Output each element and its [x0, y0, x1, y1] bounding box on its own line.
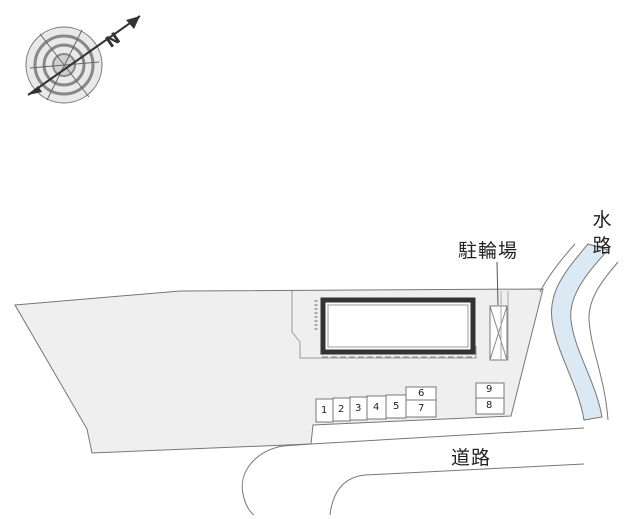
parking-slot-number: 1	[321, 405, 328, 416]
parking-slot-number: 5	[393, 401, 400, 412]
parking-slots-lower	[315, 386, 437, 423]
parking-slots-right	[475, 382, 505, 415]
parking-slot-number: 8	[486, 400, 493, 411]
waterway-label-1: 水	[592, 209, 612, 231]
bicycle-parking-label: 駐輪場	[458, 240, 519, 262]
parking-slot-number: 4	[373, 402, 380, 413]
parking-slot-number: 3	[355, 403, 362, 414]
bicycle-parking-area	[489, 305, 508, 361]
road-label: 道路	[451, 447, 492, 469]
compass-north-label: N	[102, 28, 124, 51]
waterway	[550, 243, 609, 421]
building-enclosure	[291, 291, 477, 359]
parking-slot-number: 2	[338, 404, 345, 415]
north-compass-icon	[25, 15, 141, 104]
waterway-label-2: 路	[592, 235, 612, 257]
parking-slot-number: 9	[486, 384, 493, 395]
parking-slot-number: 6	[418, 388, 425, 399]
road	[241, 427, 585, 516]
parking-slot-number: 7	[418, 403, 425, 414]
